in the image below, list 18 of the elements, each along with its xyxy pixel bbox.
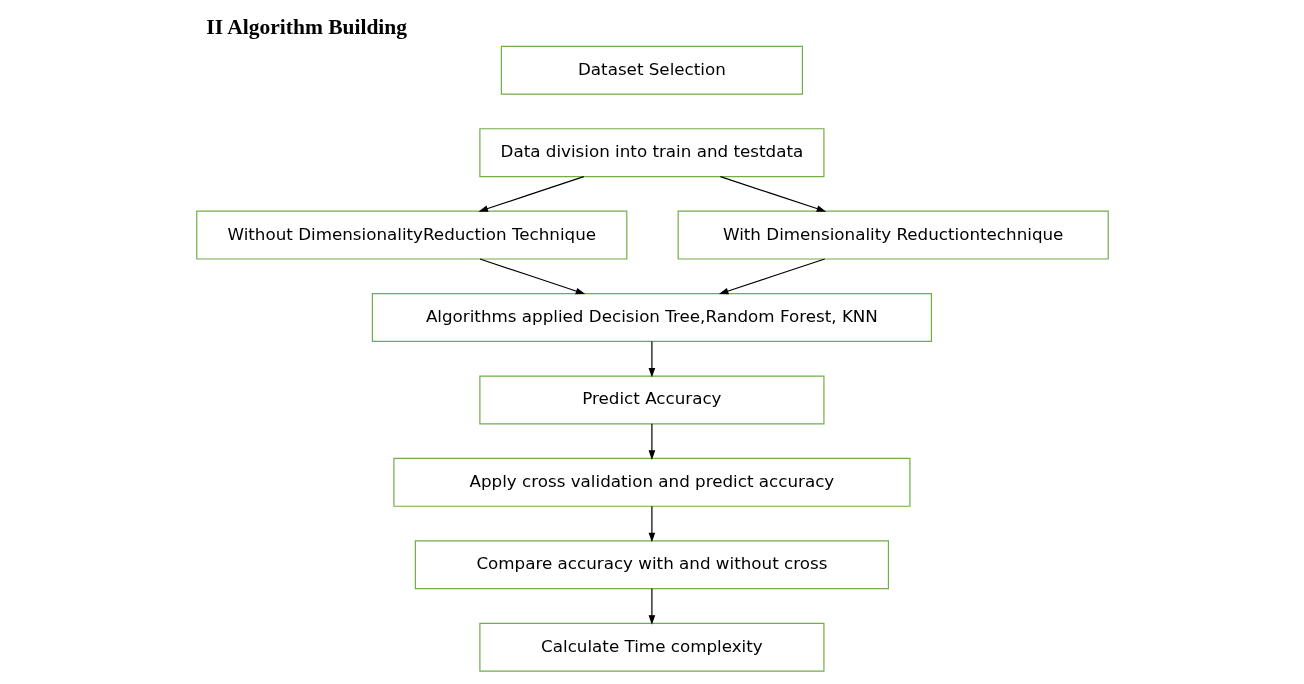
node-box: Compare accuracy with and without cross bbox=[414, 540, 889, 590]
diagram-title: II Algorithm Building bbox=[205, 14, 407, 39]
arrow bbox=[719, 176, 826, 212]
arrow bbox=[718, 258, 825, 295]
node-box: Data division into train and testdata bbox=[478, 128, 824, 178]
node-box: Apply cross validation and predict accuracy bbox=[392, 457, 911, 507]
node-box: Without DimensionalityReduction Technique bbox=[195, 210, 627, 260]
node-box: Algorithms applied Decision Tree,Random Forest, KNN bbox=[371, 293, 932, 342]
arrow bbox=[648, 588, 655, 625]
arrow bbox=[478, 258, 585, 295]
node-box: With Dimensionality Reductiontechnique bbox=[677, 210, 1109, 260]
arrow bbox=[648, 423, 655, 460]
arrow bbox=[648, 340, 655, 378]
node-box: Predict Accuracy bbox=[478, 375, 824, 425]
node-box: Calculate Time complexity bbox=[478, 622, 824, 672]
arrow bbox=[477, 176, 584, 212]
arrow bbox=[648, 505, 655, 543]
node-box: Dataset Selection bbox=[500, 45, 803, 95]
